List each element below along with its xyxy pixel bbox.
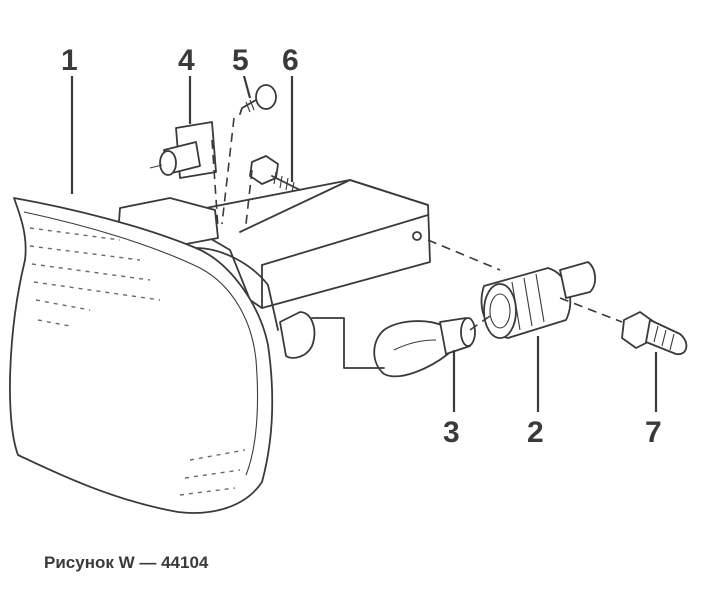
callout-1: 1 [61,44,78,77]
callout-5: 5 [232,44,249,77]
lamp-housing [9,179,431,514]
callout-2: 2 [527,416,544,449]
assembly-bracket-bulb3 [311,317,385,369]
leader-5 [242,75,252,99]
assembly-line-socket-to-screw [559,297,623,323]
bulb-socket-2 [480,261,596,339]
bulb-3 [373,317,476,378]
assembly-line-screw5 [221,117,235,225]
callout-7: 7 [645,416,662,449]
callout-3: 3 [443,416,460,449]
assembly-line-box-to-socket [427,239,501,271]
figure-caption: Рисунок W — 44104 [44,553,209,572]
callout-6: 6 [282,44,299,77]
assembly-line-bulb-to-socket [469,315,491,331]
screw-7 [621,311,688,355]
callout-4: 4 [178,44,195,77]
screw-6 [249,155,301,193]
screw-5 [239,84,277,115]
assembly-line-screw6 [245,169,253,225]
side-bulb-socket [149,121,217,179]
